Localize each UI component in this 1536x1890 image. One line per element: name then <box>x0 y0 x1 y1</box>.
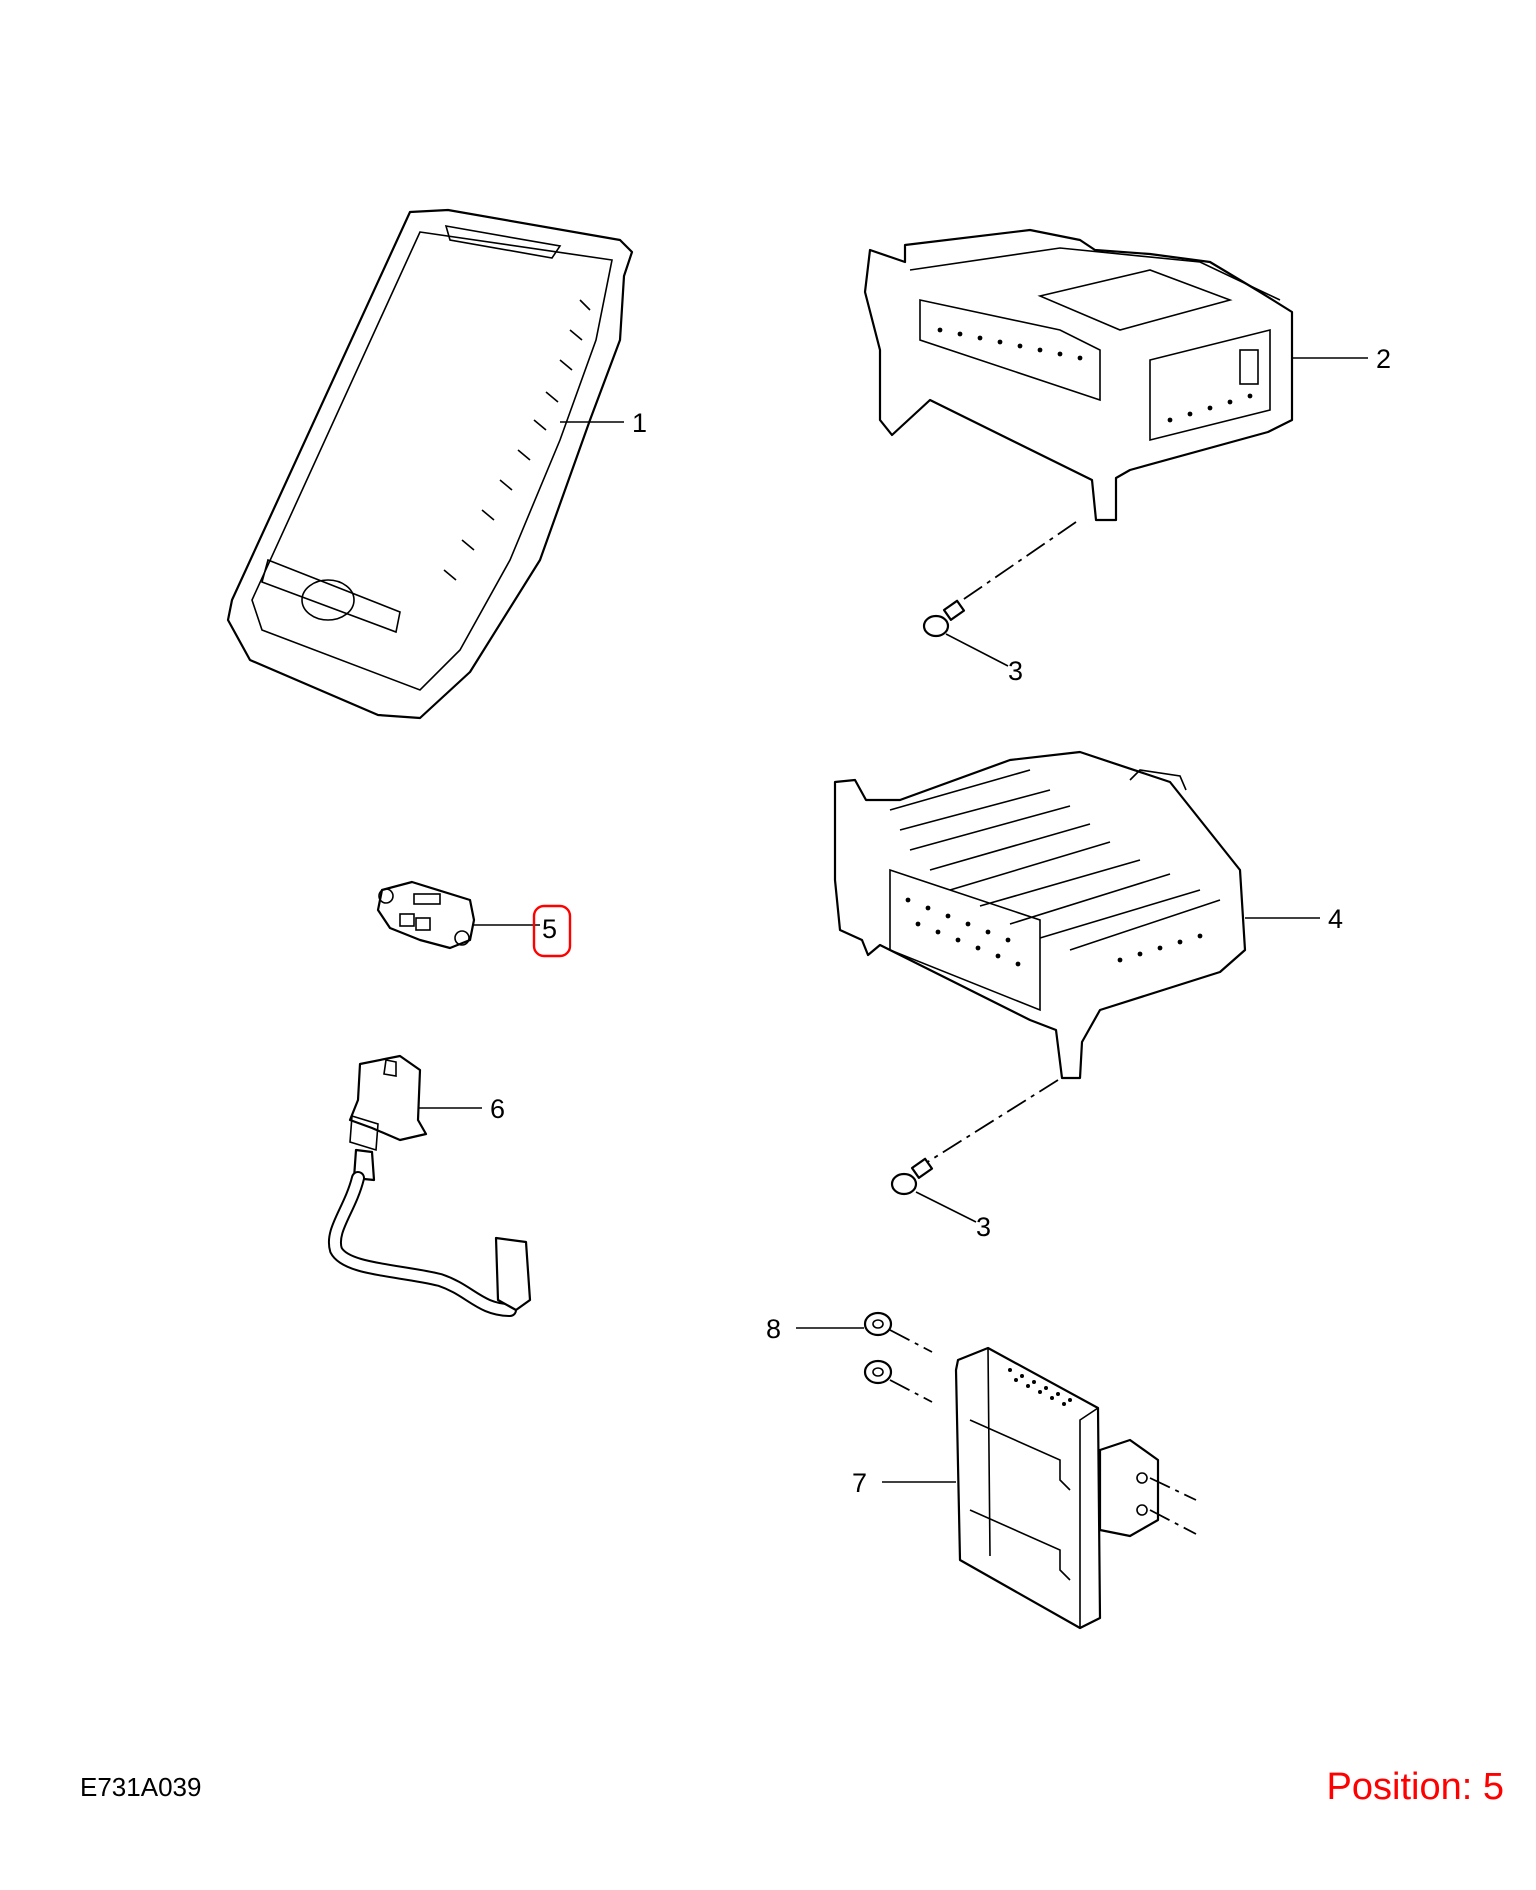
svg-text:3: 3 <box>1008 656 1023 686</box>
callout-3-upper[interactable]: 3 <box>945 633 1023 686</box>
callout-3-lower[interactable]: 3 <box>915 1191 991 1242</box>
part-5-connector[interactable] <box>376 880 476 950</box>
module-axis-lower <box>1149 1509 1197 1535</box>
screw-axis-lower <box>917 1079 1059 1169</box>
svg-text:8: 8 <box>766 1314 781 1344</box>
screw-axis-upper <box>947 521 1077 611</box>
selected-callout-highlight <box>532 904 572 958</box>
nut-axis-lower <box>889 1379 933 1403</box>
callout-5[interactable]: 5 <box>474 904 572 958</box>
callout-8[interactable]: 8 <box>766 1314 864 1344</box>
svg-text:5: 5 <box>542 914 557 944</box>
svg-text:3: 3 <box>976 1212 991 1242</box>
part-6-socket-harness[interactable] <box>327 1054 532 1317</box>
svg-text:1: 1 <box>632 408 647 438</box>
callout-7[interactable]: 7 <box>852 1468 956 1498</box>
nut-axis-upper <box>889 1329 933 1353</box>
part-2-mounting-chassis[interactable] <box>863 228 1294 522</box>
part-7-module[interactable] <box>954 1346 1160 1630</box>
callout-4[interactable]: 4 <box>1245 904 1343 934</box>
svg-text:7: 7 <box>852 1468 867 1498</box>
module-axis-upper <box>1149 1477 1197 1501</box>
position-indicator: Position: 5 <box>1326 1766 1504 1808</box>
part-8-nut-upper[interactable] <box>863 1311 893 1337</box>
callout-6[interactable]: 6 <box>418 1094 505 1124</box>
callout-1[interactable]: 1 <box>560 408 647 438</box>
svg-text:2: 2 <box>1376 344 1391 374</box>
part-8-nut-lower[interactable] <box>863 1359 893 1385</box>
svg-text:4: 4 <box>1328 904 1343 934</box>
part-3-screw-upper[interactable] <box>922 599 966 638</box>
part-1-display-panel[interactable] <box>226 208 634 720</box>
diagram-code: E731A039 <box>80 1772 202 1802</box>
part-3-screw-lower[interactable] <box>890 1157 934 1196</box>
part-4-amplifier-unit[interactable] <box>833 750 1247 1080</box>
callout-2[interactable]: 2 <box>1292 344 1391 374</box>
svg-text:6: 6 <box>490 1094 505 1124</box>
